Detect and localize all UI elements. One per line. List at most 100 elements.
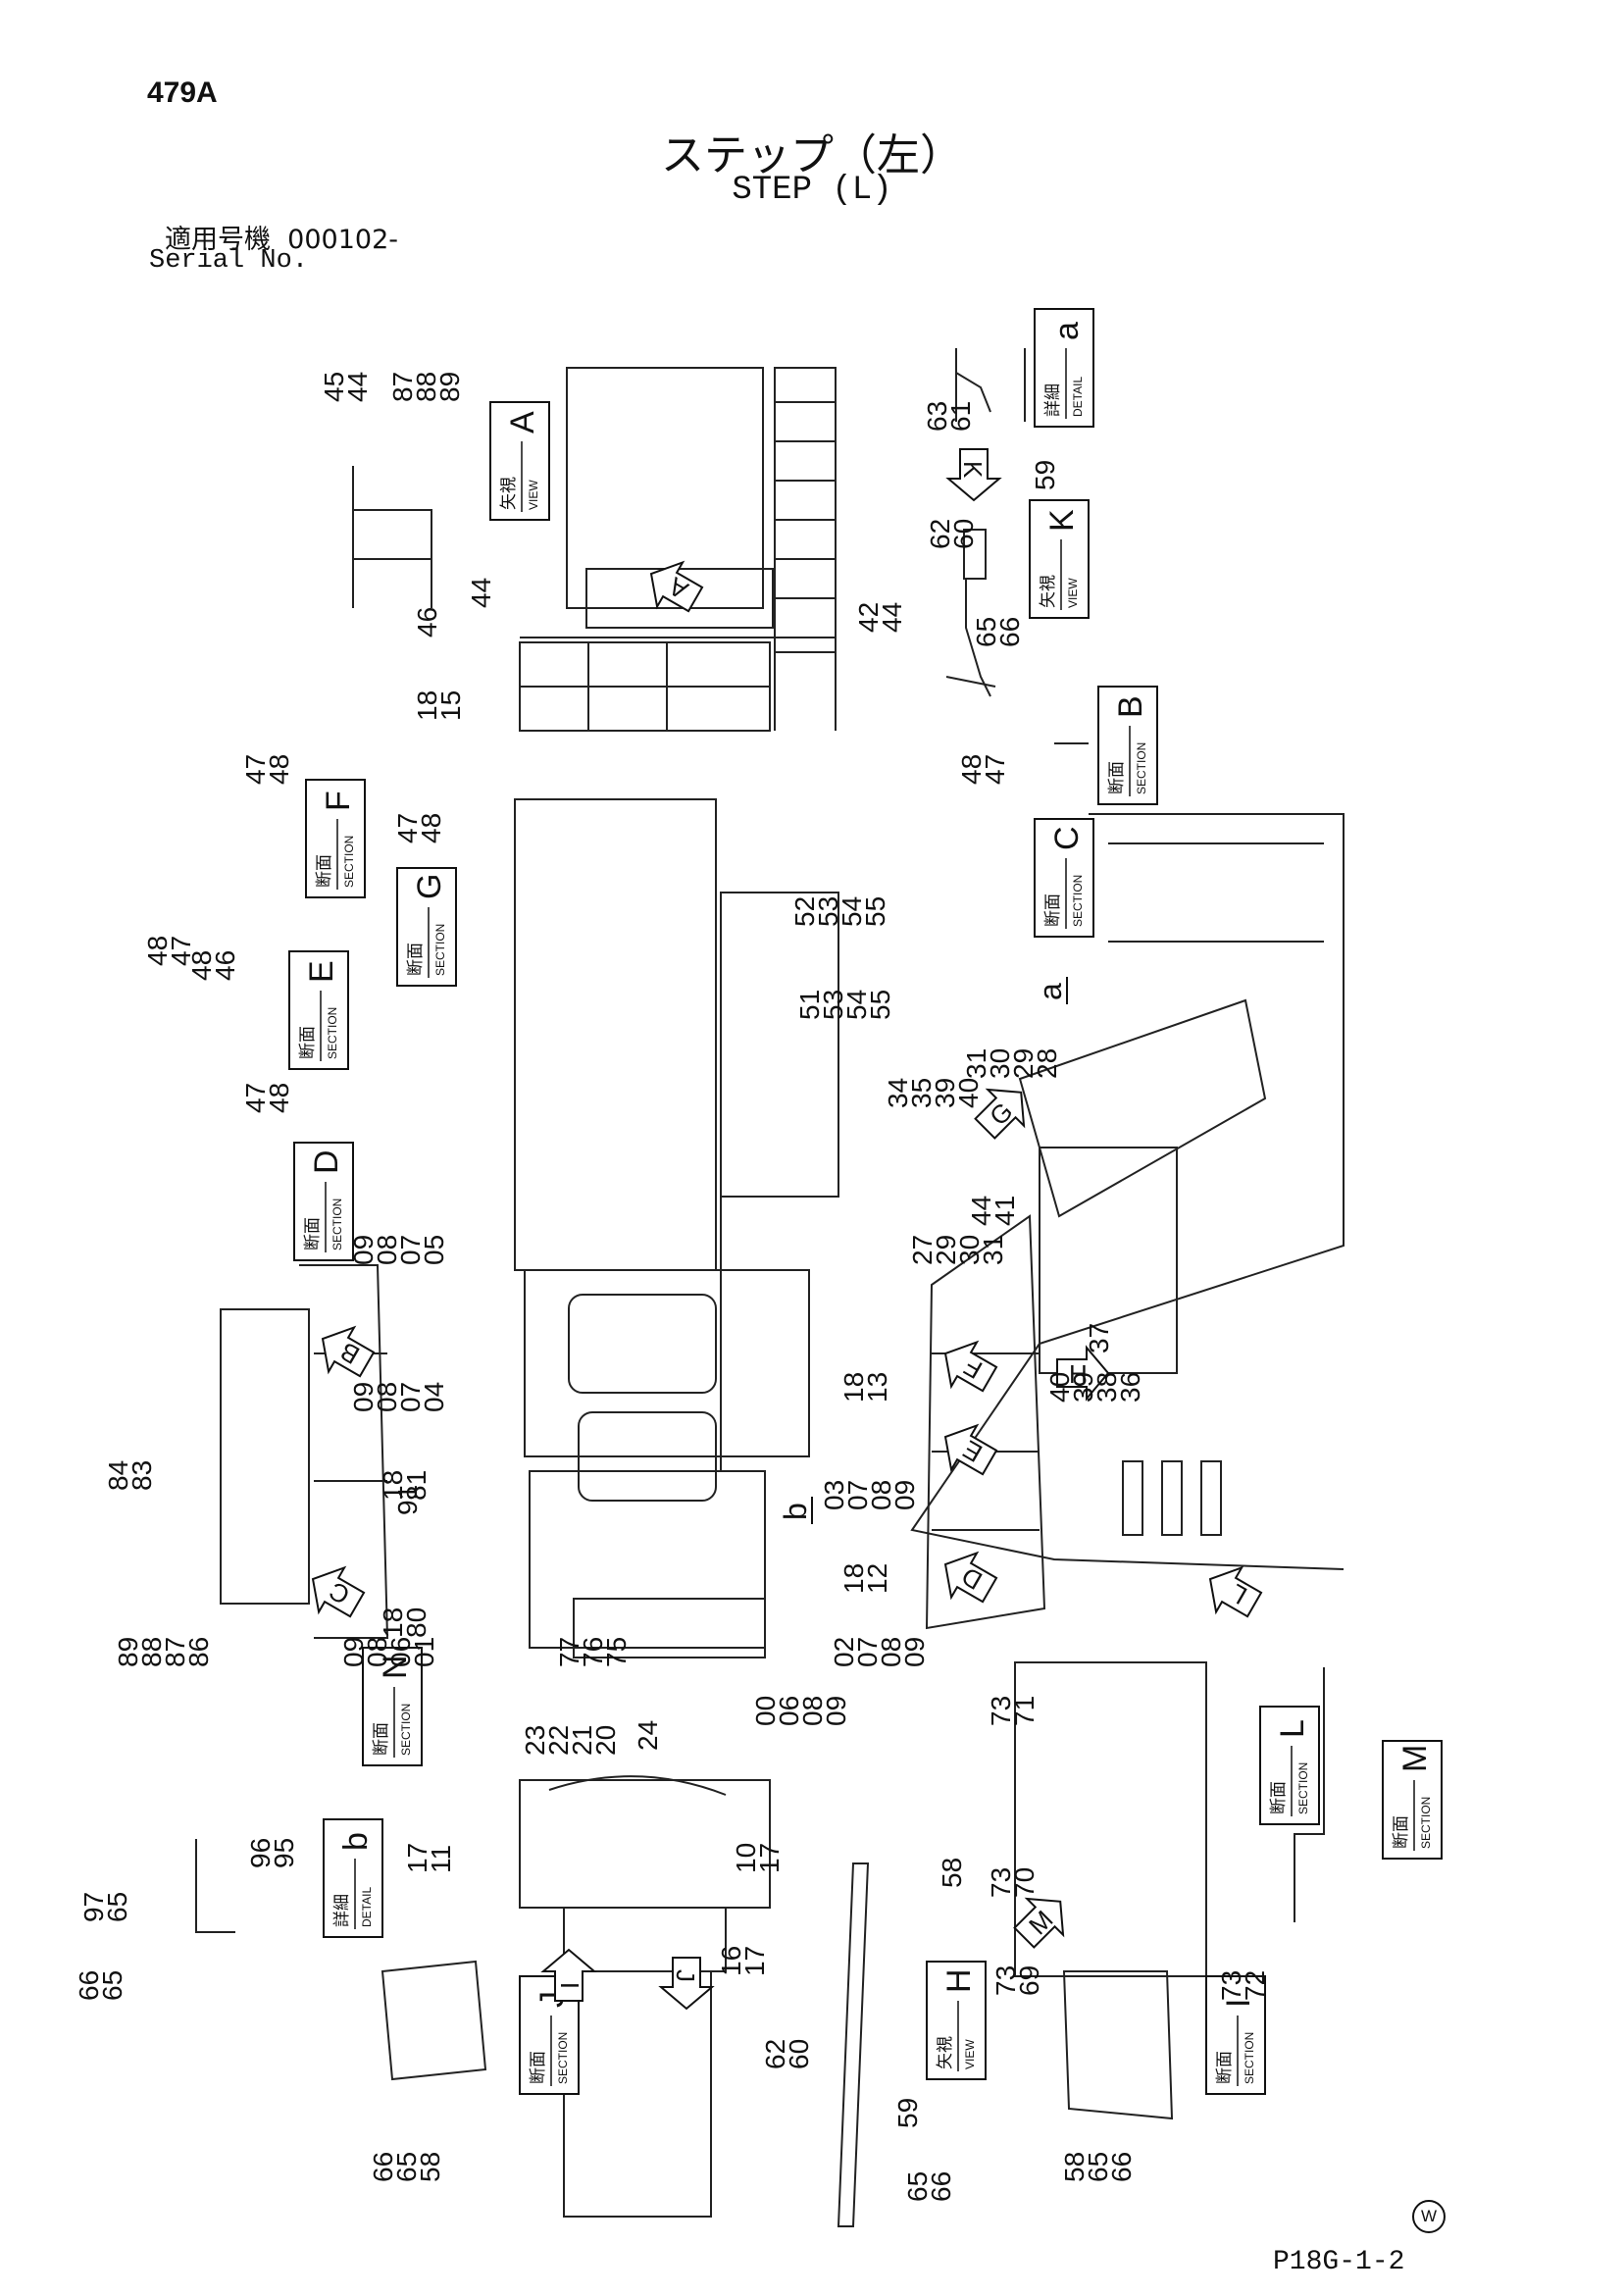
label-box-letter: F — [320, 791, 357, 811]
part-number: 15 — [435, 690, 466, 721]
part-number: 42 — [853, 602, 884, 633]
serial-label-english: Serial No. — [149, 246, 309, 276]
part-number: 24 — [633, 1720, 663, 1751]
label-box-kind: SECTION — [433, 924, 447, 976]
label-box-jp: 断面 — [372, 1722, 391, 1756]
part-number: 55 — [860, 896, 890, 927]
label-box-kind: VIEW — [527, 480, 540, 510]
part-number: 18 — [412, 690, 442, 721]
part-number: 27 — [907, 1235, 938, 1265]
title-english: STEP (L) — [732, 172, 892, 209]
view-arrow-letter: K — [958, 461, 988, 479]
detail-markers: ab — [778, 977, 1068, 1524]
part-number: 30 — [954, 1235, 985, 1265]
section-m-frame — [1294, 1667, 1325, 1922]
callout-c41: 24 — [633, 1720, 663, 1751]
part-number: 39 — [930, 1078, 960, 1108]
part-number: 13 — [862, 1372, 892, 1403]
section-i-frame — [1062, 1970, 1174, 2120]
step-frame — [563, 1907, 727, 1972]
serial-value: 000102- — [287, 225, 398, 255]
label-box-jp: 矢視 — [936, 2036, 955, 2069]
part-number: 47 — [240, 754, 271, 785]
machine-geometry — [195, 348, 1345, 2227]
label-box-kind: DETAIL — [1071, 377, 1085, 417]
view-arrow-h: H — [1056, 1345, 1110, 1402]
label-box-kind: SECTION — [326, 1007, 339, 1059]
part-number: 29 — [1008, 1048, 1039, 1079]
part-number: 55 — [865, 990, 895, 1020]
part-number: 02 — [829, 1637, 859, 1667]
part-number: 65 — [391, 2152, 422, 2182]
part-number: 09 — [348, 1235, 379, 1265]
part-number: 08 — [372, 1235, 402, 1265]
part-number: 48 — [264, 1083, 294, 1113]
detail-b-frame — [195, 1839, 235, 1933]
view-arrow-a: A — [649, 560, 704, 613]
part-number: 44 — [966, 1196, 996, 1226]
part-number: 63 — [922, 401, 952, 432]
title-japanese: ステップ（左） — [661, 130, 963, 180]
step-ladder — [563, 1970, 712, 2218]
part-number: 18 — [838, 1563, 869, 1594]
view-arrow-i: I — [540, 1948, 597, 2002]
part-number: 45 — [319, 372, 349, 402]
part-number: 70 — [1009, 1867, 1040, 1898]
part-number: 07 — [395, 1235, 426, 1265]
part-number: 07 — [842, 1480, 873, 1510]
deck-opening-lower — [578, 1411, 717, 1502]
part-number: 73 — [986, 1867, 1016, 1898]
part-number: 73 — [986, 1696, 1016, 1726]
part-number: 77 — [554, 1637, 584, 1667]
right-stair-frame — [925, 1214, 1046, 1630]
callout-c53: 59 — [892, 2098, 923, 2128]
part-number: 65 — [971, 617, 1001, 647]
label-box-jp: 詳細 — [1043, 383, 1063, 417]
part-number: 17 — [402, 1843, 432, 1873]
part-number: 58 — [415, 2152, 445, 2182]
part-number: 81 — [401, 1470, 431, 1501]
part-number: 09 — [338, 1637, 369, 1667]
label-box-jp: 断面 — [315, 854, 334, 888]
label-box-kind: SECTION — [330, 1199, 344, 1250]
serial-label-jp: 適用号機 — [165, 225, 271, 255]
view-arrow-c: C — [311, 1565, 366, 1618]
label-box-jp: 断面 — [303, 1217, 323, 1250]
part-number: 07 — [395, 1382, 426, 1412]
part-number: 62 — [925, 519, 955, 549]
part-number: 53 — [813, 896, 843, 927]
label-box-jp: 断面 — [1107, 761, 1127, 794]
part-number: 65 — [902, 2171, 933, 2202]
part-number: 48 — [186, 950, 217, 981]
detail-marker-letter: b — [778, 1503, 813, 1520]
